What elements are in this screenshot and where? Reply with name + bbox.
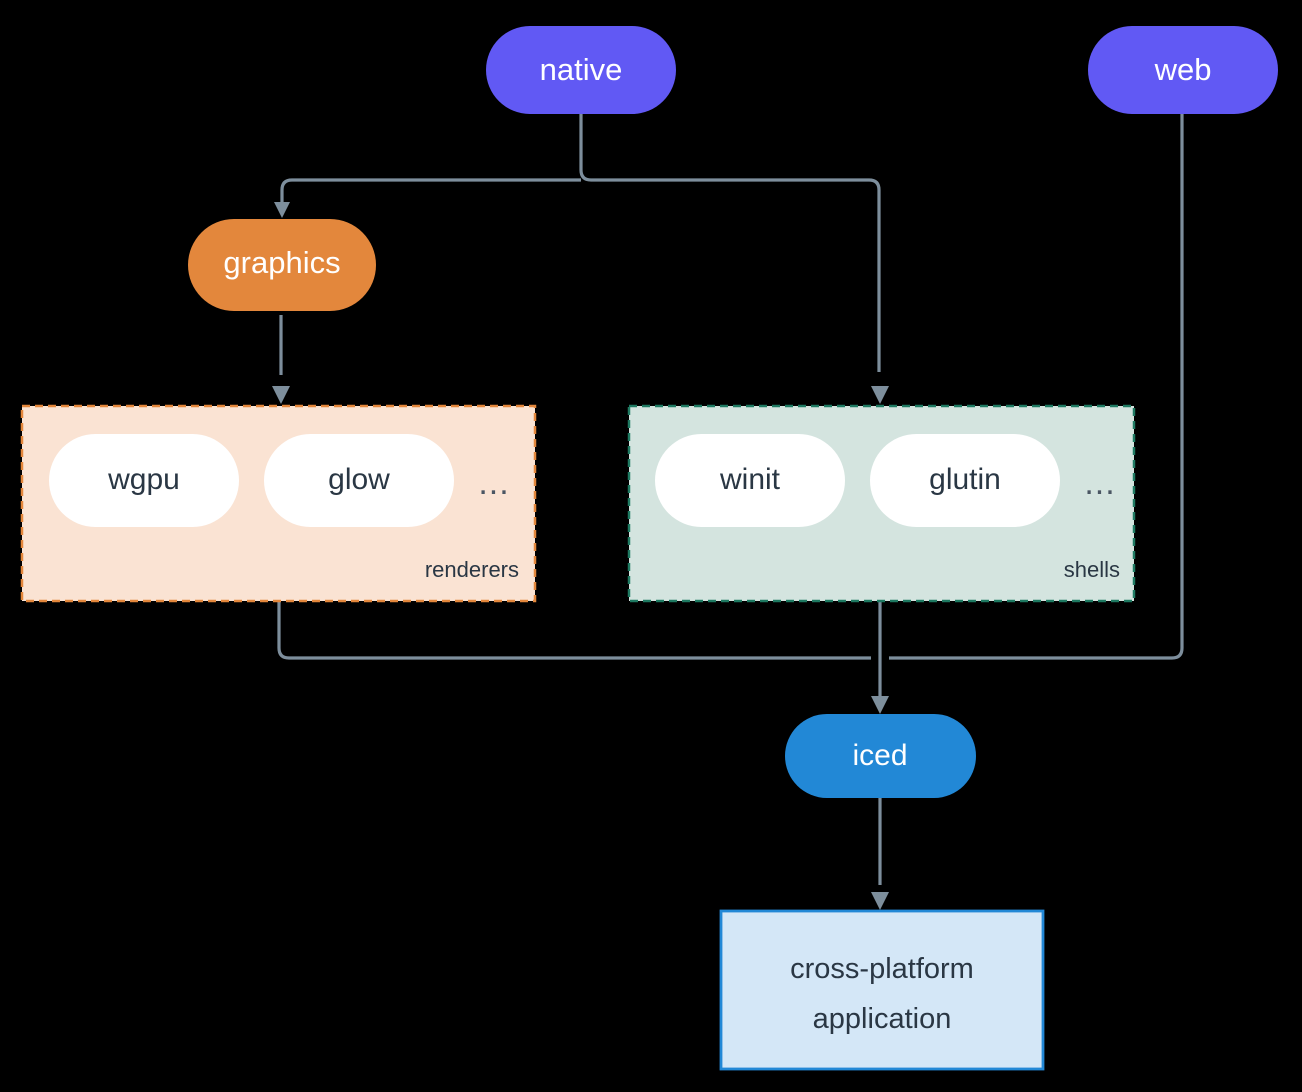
node-web[interactable]: web [1088,26,1278,114]
node-graphics-shape [188,219,376,311]
renderers-ellipsis: ... [478,464,509,502]
edge-native-stem [579,113,881,372]
cluster-renderers: wgpu glow ... renderers [20,404,537,603]
cluster-shells: winit glutin ... shells [627,404,1136,603]
pill-wgpu[interactable]: wgpu [49,434,239,527]
shells-ellipsis: ... [1084,464,1115,502]
pill-glutin-label: glutin [929,463,1001,496]
cluster-shells-label: shells [1064,557,1120,582]
node-graphics[interactable]: graphics [188,219,376,311]
node-app-label-line2: application [813,1003,952,1035]
pill-glow-shape [264,434,454,527]
arrowhead-graphics-renderers [272,386,290,404]
pill-winit[interactable]: winit [655,434,845,527]
pill-winit-label: winit [719,463,781,496]
node-iced[interactable]: iced [785,714,976,798]
node-app[interactable]: cross-platform application [719,909,1045,1071]
pill-winit-shape [655,434,845,527]
node-native-label: native [540,52,623,87]
node-iced-shape [785,714,976,798]
edge-renderers-to-iced [277,601,871,660]
arrowhead-native-graphics [274,202,290,218]
edge-web-to-iced [889,113,1184,660]
node-native-shape [486,26,676,114]
arrowhead-iced-app [871,892,889,910]
node-iced-label: iced [852,739,907,772]
pill-glutin[interactable]: glutin [870,434,1060,527]
arrowhead-merge-iced [871,696,889,714]
pill-wgpu-label: wgpu [107,463,180,496]
pill-glutin-shape [870,434,1060,527]
pill-glow-label: glow [328,463,390,496]
node-graphics-label: graphics [223,245,340,280]
node-web-label: web [1154,52,1212,87]
edge-native-to-graphics [280,178,581,206]
node-app-label-line1: cross-platform [790,953,974,985]
arrowhead-native-shells [871,386,889,404]
node-web-shape [1088,26,1278,114]
pill-wgpu-shape [49,434,239,527]
node-native[interactable]: native [486,26,676,114]
node-app-shape [719,909,1045,1071]
edge-layer [272,113,1184,910]
pill-glow[interactable]: glow [264,434,454,527]
cluster-renderers-label: renderers [425,557,519,582]
